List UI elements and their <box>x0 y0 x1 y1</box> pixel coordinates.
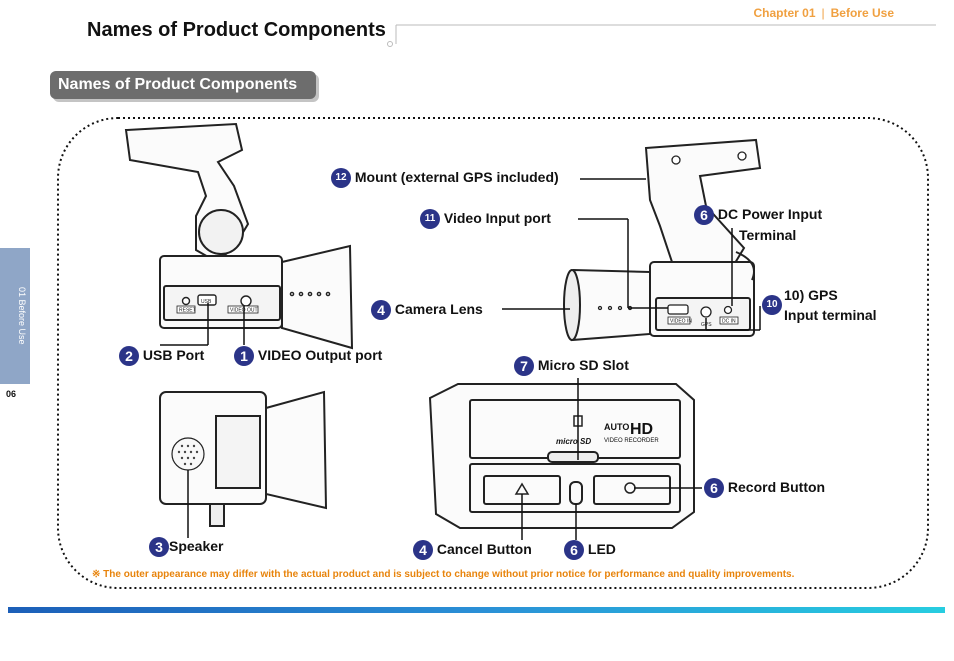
page-number: 06 <box>6 389 17 399</box>
callout-camera-lens: 4 Camera Lens <box>371 300 483 321</box>
callout-led: 6 LED <box>564 540 616 561</box>
usb-leader <box>160 303 209 346</box>
badge-12: 12 <box>331 168 351 189</box>
badge-6-dc: 6 <box>694 205 714 226</box>
usb-text: USB <box>201 299 212 305</box>
chapter-separator: | <box>821 6 825 20</box>
dc-power-label-line1: DC Power Input <box>717 206 823 222</box>
device-front-ports <box>181 291 331 307</box>
callout-mount: 12 Mount (external GPS included) <box>331 168 559 189</box>
led-label: LED <box>587 541 616 557</box>
callout-record-button: 6 Record Button <box>704 478 826 499</box>
mount-label: Mount (external GPS included) <box>354 169 559 185</box>
side-tab-label: 01 Before Use <box>17 287 27 345</box>
brand-auto-text: AUTO <box>604 422 629 432</box>
callout-gps: 10 <box>762 295 782 316</box>
top-view-leaders <box>521 378 702 540</box>
footnote: ※ The outer appearance may differ with t… <box>92 569 794 580</box>
footnote-text: The outer appearance may differ with the… <box>103 569 795 580</box>
micro-sd-label: Micro SD Slot <box>537 357 629 373</box>
device-front-view <box>124 122 354 350</box>
callout-micro-sd: 7 Micro SD Slot <box>514 356 629 377</box>
chapter-section: Before Use <box>830 6 894 20</box>
chapter-label: Chapter 01 <box>753 6 816 20</box>
badge-7: 7 <box>514 356 534 377</box>
gps-label-line1: 10) GPS <box>784 287 838 303</box>
speaker-label: Speaker <box>169 538 224 554</box>
video-input-label: Video Input port <box>443 210 551 226</box>
badge-6-led: 6 <box>564 540 584 561</box>
top-view-brand: AUTO HD VIDEO RECORDER micro SD <box>556 421 659 446</box>
device-side-view <box>159 390 328 527</box>
dc-in-text: DC IN <box>722 319 736 325</box>
callout-cancel-button: 4 Cancel Button <box>413 540 532 561</box>
badge-1: 1 <box>234 346 254 367</box>
page-title: Names of Product Components <box>87 19 386 41</box>
video-output-label: VIDEO Output port <box>257 347 383 363</box>
badge-11: 11 <box>420 209 440 230</box>
usb-port-label: USB Port <box>142 347 205 363</box>
callout-usb-port: 2 USB Port <box>119 346 205 367</box>
brand-hd-text: HD <box>630 421 653 438</box>
badge-10: 10 <box>762 295 782 316</box>
cancel-button-label: Cancel Button <box>436 541 532 557</box>
header-rule <box>387 24 936 47</box>
badge-2: 2 <box>119 346 139 367</box>
record-button-label: Record Button <box>727 479 826 495</box>
camera-lens-label: Camera Lens <box>394 301 483 317</box>
callout-dc-power: 6 DC Power Input <box>694 205 823 226</box>
rear-leaders <box>502 178 761 331</box>
dc-power-label-line2: Terminal <box>739 227 797 243</box>
chapter-header: Chapter 01 | Before Use <box>753 6 894 20</box>
speaker-grille <box>177 444 199 466</box>
footnote-symbol: ※ <box>92 569 101 580</box>
badge-6-record: 6 <box>704 478 724 499</box>
side-tab[interactable] <box>0 248 30 384</box>
bottom-bar <box>8 607 945 613</box>
section-tab: Names of Product Components <box>50 71 316 99</box>
badge-4-cancel: 4 <box>413 540 433 561</box>
reset-text: RESET <box>179 308 196 314</box>
callout-video-output: 1 VIDEO Output port <box>234 346 383 367</box>
badge-3: 3 <box>149 537 169 558</box>
video-in-text: VIDEO IN <box>670 319 692 325</box>
device-rear-details <box>597 151 747 318</box>
callout-video-input: 11 Video Input port <box>420 209 551 230</box>
gps-label-line2: Input terminal <box>784 307 877 323</box>
brand-sub-text: VIDEO RECORDER <box>604 438 659 444</box>
device-top-view <box>428 383 695 529</box>
micro-sd-text: micro SD <box>556 437 591 446</box>
content-frame <box>57 117 929 589</box>
badge-4-lens: 4 <box>371 300 391 321</box>
